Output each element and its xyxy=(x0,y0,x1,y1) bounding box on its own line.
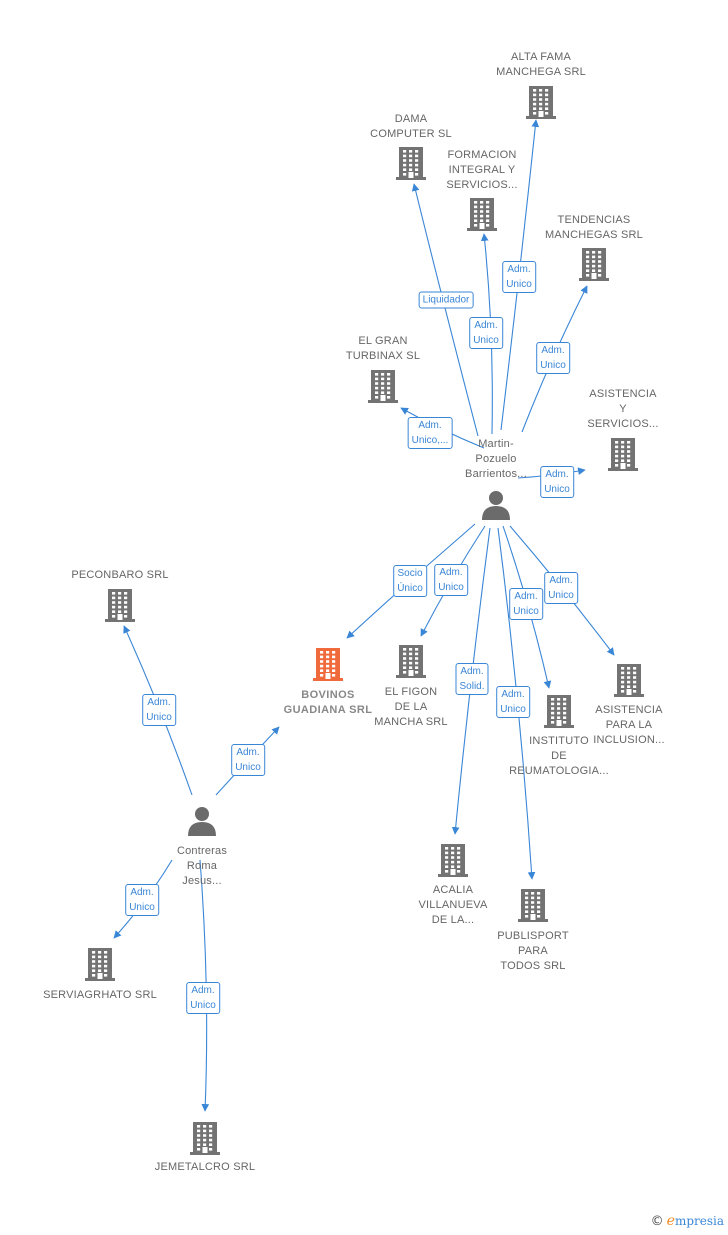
node-label-bovinos[interactable]: BOVINOS GUADIANA SRL xyxy=(283,689,373,716)
building-icon-bovinos[interactable] xyxy=(313,648,343,681)
building-icon-asistencia_s[interactable] xyxy=(608,438,638,471)
node-label-contreras[interactable]: Contreras Roma Jesus... xyxy=(176,845,228,887)
edge-label-contreras-to-bovinos[interactable]: Adm. Unico xyxy=(231,744,265,776)
node-label-figon[interactable]: EL FIGON DE LA MANCHA SRL xyxy=(374,686,448,728)
copyright-icon: © xyxy=(650,1214,664,1229)
node-label-peconbaro[interactable]: PECONBARO SRL xyxy=(71,569,169,581)
node-label-acalia[interactable]: ACALIA VILLANUEVA DE LA... xyxy=(418,884,488,926)
brand-logo-text: mpresia xyxy=(674,1214,724,1228)
building-icon-figon[interactable] xyxy=(396,645,426,678)
edge-label-martin-to-publisport[interactable]: Adm. Unico xyxy=(496,686,530,718)
building-icon-alta[interactable] xyxy=(526,86,556,119)
edge-label-martin-to-bovinos[interactable]: Socio Único xyxy=(393,565,427,597)
building-icon-formacion[interactable] xyxy=(467,198,497,231)
edge-label-martin-to-figon[interactable]: Adm. Unico xyxy=(434,564,468,596)
node-label-publisport[interactable]: PUBLISPORT PARA TODOS SRL xyxy=(497,930,569,972)
edge-label-martin-to-alta[interactable]: Adm. Unico xyxy=(502,261,536,293)
person-icon-martin[interactable] xyxy=(482,491,510,520)
person-icon-contreras[interactable] xyxy=(188,807,216,836)
building-icon-dama[interactable] xyxy=(396,147,426,180)
node-label-asistencia_s[interactable]: ASISTENCIA Y SERVICIOS... xyxy=(587,388,659,430)
node-label-martin[interactable]: Martin- Pozuelo Barrientos... xyxy=(465,438,527,480)
edge-label-contreras-to-jemetalcro[interactable]: Adm. Unico xyxy=(186,982,220,1014)
building-icon-publisport[interactable] xyxy=(518,889,548,922)
node-label-inclusion[interactable]: ASISTENCIA PARA LA INCLUSION... xyxy=(593,704,665,746)
edge-label-contreras-to-servia[interactable]: Adm. Unico xyxy=(125,884,159,916)
node-label-jemetalcro[interactable]: JEMETALCRO SRL xyxy=(154,1161,256,1173)
nodes-layer xyxy=(85,86,644,1155)
edge-martin-to-dama xyxy=(411,183,479,437)
node-label-instituto[interactable]: INSTITUTO DE REUMATOLOGIA... xyxy=(509,735,609,777)
edge-label-martin-to-tendencias[interactable]: Adm. Unico xyxy=(536,342,570,374)
edge-label-martin-to-acalia[interactable]: Adm. Solid. xyxy=(455,663,489,695)
edge-label-contreras-to-peconbaro[interactable]: Adm. Unico xyxy=(142,694,176,726)
edge-label-martin-to-inclusion[interactable]: Adm. Unico xyxy=(544,572,578,604)
building-icon-instituto[interactable] xyxy=(544,695,574,728)
edge-label-martin-to-formacion[interactable]: Adm. Unico xyxy=(469,317,503,349)
node-label-servia[interactable]: SERVIAGRHATO SRL xyxy=(43,989,157,1001)
building-icon-gran[interactable] xyxy=(368,370,398,403)
building-icon-inclusion[interactable] xyxy=(614,664,644,697)
building-icon-tendencias[interactable] xyxy=(579,248,609,281)
empresia-brand[interactable]: ©empresia xyxy=(651,1213,724,1229)
edge-label-martin-to-instituto[interactable]: Adm. Unico xyxy=(509,588,543,620)
edge-label-martin-to-gran[interactable]: Adm. Unico,... xyxy=(407,417,453,449)
brand-logo-letter: e xyxy=(666,1213,675,1229)
node-label-gran[interactable]: EL GRAN TURBINAX SL xyxy=(345,335,421,362)
edge-label-martin-to-asistencia_s[interactable]: Adm. Unico xyxy=(540,466,574,498)
building-icon-servia[interactable] xyxy=(85,948,115,981)
building-icon-peconbaro[interactable] xyxy=(105,589,135,622)
building-icon-jemetalcro[interactable] xyxy=(190,1122,220,1155)
node-label-dama[interactable]: DAMA COMPUTER SL xyxy=(370,113,452,140)
node-label-tendencias[interactable]: TENDENCIAS MANCHEGAS SRL xyxy=(545,214,643,241)
node-label-formacion[interactable]: FORMACION INTEGRAL Y SERVICIOS... xyxy=(446,149,518,191)
edge-label-martin-to-dama[interactable]: Liquidador xyxy=(418,291,474,309)
building-icon-acalia[interactable] xyxy=(438,844,468,877)
node-label-alta[interactable]: ALTA FAMA MANCHEGA SRL xyxy=(496,51,586,78)
